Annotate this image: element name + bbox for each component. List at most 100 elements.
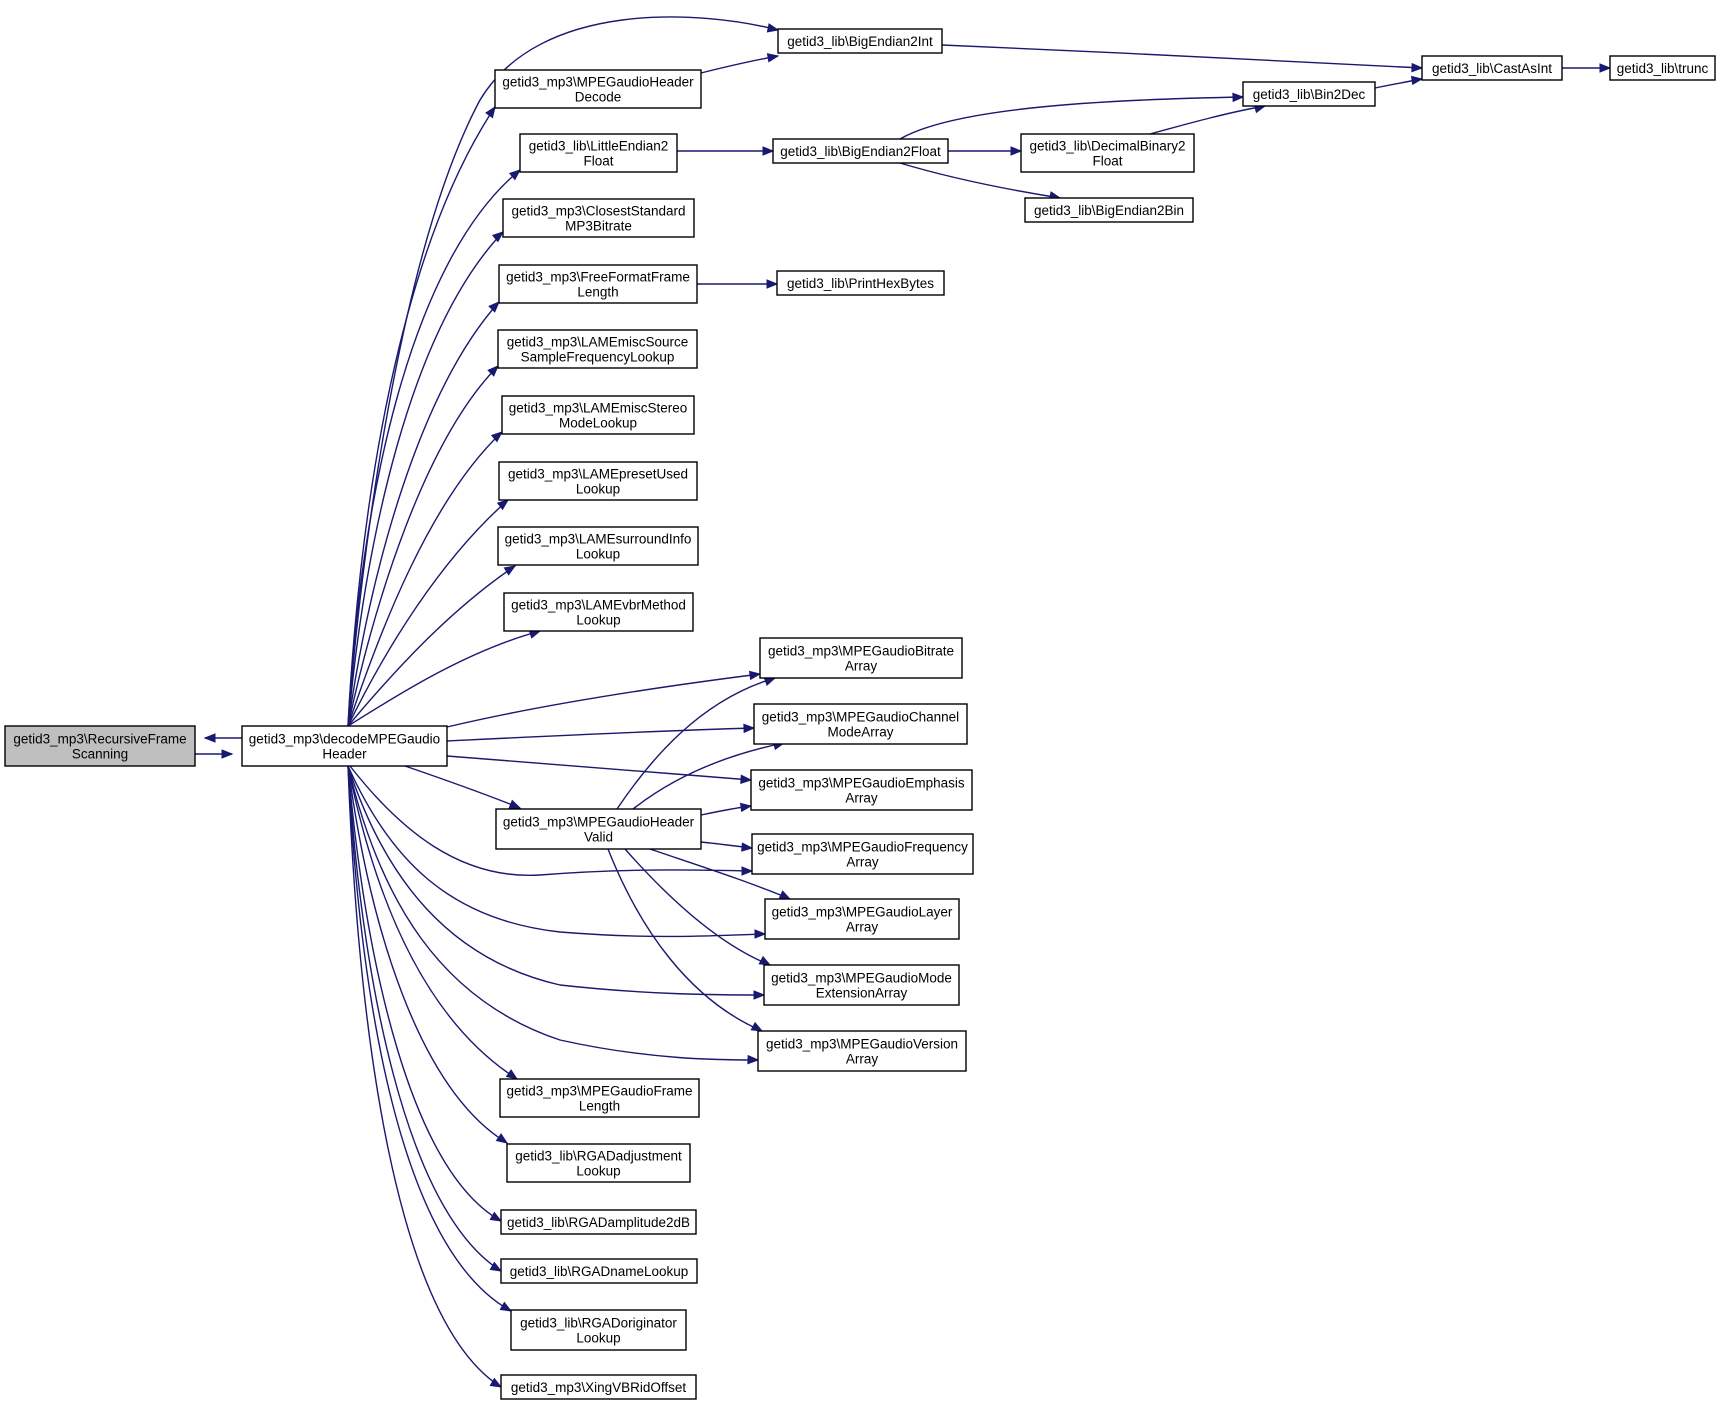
edge-line — [347, 231, 504, 727]
node-box[interactable] — [1020, 133, 1195, 173]
edge-dmh-to-mba — [446, 670, 762, 728]
node-label-line: getid3_mp3\MPEGaudioHeader — [503, 815, 695, 830]
edge-dmh-to-rfs — [203, 733, 242, 743]
edge-dmh-to-mmea — [347, 765, 766, 1000]
node-box[interactable] — [759, 637, 963, 679]
node-label-line: getid3_mp3\LAMEsurroundInfo — [505, 532, 692, 547]
node-box[interactable] — [772, 138, 949, 164]
node-box[interactable] — [501, 395, 695, 435]
node-phb[interactable]: getid3_lib\PrintHexBytes — [776, 270, 945, 296]
node-box[interactable] — [1242, 81, 1376, 107]
node-box[interactable] — [777, 28, 943, 54]
node-box[interactable] — [764, 898, 960, 940]
node-box[interactable] — [498, 461, 698, 501]
node-label-line: Length — [577, 285, 618, 300]
node-rga2db[interactable]: getid3_lib\RGADamplitude2dB — [500, 1209, 697, 1235]
node-cai[interactable]: getid3_lib\CastAsInt — [1421, 55, 1563, 81]
node-box[interactable] — [494, 69, 702, 109]
edge-dmh-to-mla — [347, 765, 767, 939]
edge-arrowhead — [490, 431, 504, 443]
node-box[interactable] — [4, 725, 196, 767]
edge-line — [607, 848, 763, 1032]
edge-mhv-to-mmea — [624, 848, 772, 966]
edge-b2d-to-cai — [1374, 75, 1424, 89]
node-xvbr[interactable]: getid3_mp3\XingVBRidOffset — [500, 1374, 697, 1400]
node-box[interactable] — [763, 964, 960, 1006]
node-box[interactable] — [1421, 55, 1563, 81]
node-label-line: getid3_lib\PrintHexBytes — [787, 276, 934, 291]
node-box[interactable] — [500, 1209, 697, 1235]
node-box[interactable] — [500, 1258, 698, 1284]
edge-arrowhead — [741, 842, 754, 852]
node-box[interactable] — [498, 264, 698, 304]
edge-fffl-to-phb — [697, 279, 779, 289]
node-label-line: ModeArray — [827, 725, 893, 740]
node-b2d[interactable]: getid3_lib\Bin2Dec — [1242, 81, 1376, 107]
edge-arrowhead — [1410, 75, 1424, 86]
node-be2i[interactable]: getid3_lib\BigEndian2Int — [777, 28, 943, 54]
node-box[interactable] — [502, 198, 695, 238]
node-box[interactable] — [757, 1030, 967, 1072]
node-lssfl[interactable]: getid3_mp3\LAMEmiscSourceSampleFrequency… — [497, 329, 698, 369]
node-box[interactable] — [750, 769, 973, 811]
edge-dmh-to-mfa — [349, 765, 754, 877]
edge-arrowhead — [487, 365, 499, 377]
node-box[interactable] — [753, 703, 968, 745]
node-label-line: Lookup — [576, 1331, 620, 1346]
node-box[interactable] — [499, 1078, 700, 1118]
node-box[interactable] — [506, 1143, 691, 1183]
edge-arrowhead — [754, 929, 767, 939]
edge-line — [899, 162, 1061, 199]
node-box[interactable] — [510, 1309, 687, 1351]
node-label-line: Array — [846, 1052, 879, 1067]
node-box[interactable] — [241, 725, 448, 767]
node-label-line: getid3_lib\Bin2Dec — [1253, 87, 1366, 102]
node-rganl[interactable]: getid3_lib\RGADnameLookup — [500, 1258, 698, 1284]
node-box[interactable] — [776, 270, 945, 296]
node-box[interactable] — [1609, 55, 1716, 81]
node-box[interactable] — [1024, 197, 1194, 223]
node-box[interactable] — [500, 1374, 697, 1400]
edge-line — [899, 96, 1244, 140]
node-label-line: getid3_lib\BigEndian2Float — [780, 144, 941, 159]
node-label-line: getid3_mp3\MPEGaudioBitrate — [768, 644, 954, 659]
node-trunc[interactable]: getid3_lib\trunc — [1609, 55, 1716, 81]
node-be2f[interactable]: getid3_lib\BigEndian2Float — [772, 138, 949, 164]
node-box[interactable] — [495, 808, 702, 850]
node-box[interactable] — [497, 329, 698, 369]
edge-arrowhead — [758, 955, 772, 966]
edge-line — [347, 765, 502, 1272]
node-box[interactable] — [503, 592, 694, 632]
node-box[interactable] — [497, 526, 699, 566]
edge-dmh-to-le2f — [347, 169, 522, 727]
edge-arrowhead — [485, 105, 496, 119]
node-box[interactable] — [751, 833, 974, 875]
edge-line — [616, 677, 776, 810]
node-box[interactable] — [519, 133, 678, 173]
edge-line — [446, 727, 755, 742]
node-label-line: getid3_lib\BigEndian2Int — [787, 34, 933, 49]
node-be2b[interactable]: getid3_lib\BigEndian2Bin — [1024, 197, 1194, 223]
